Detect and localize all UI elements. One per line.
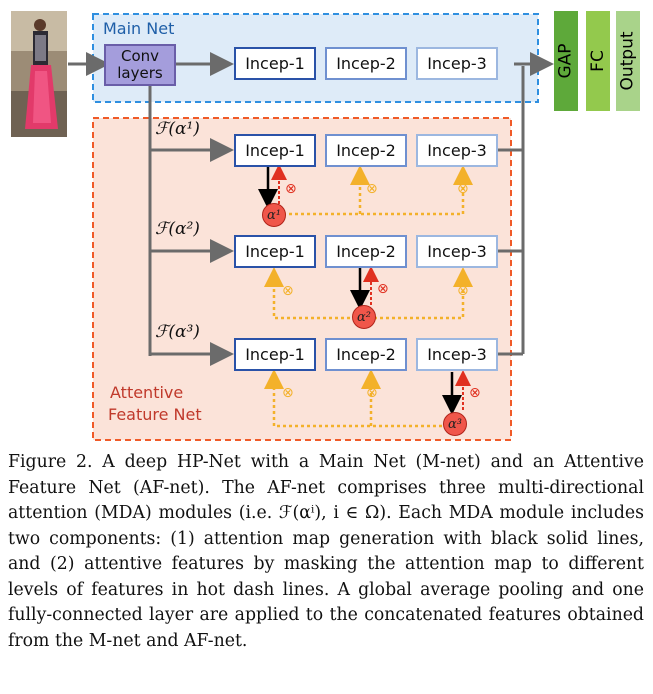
function-alpha-2: ℱ(α²) bbox=[155, 219, 200, 239]
mask-op-icon: ⊗ bbox=[366, 181, 378, 197]
figure-caption: Figure 2. A deep HP-Net with a Main Net … bbox=[8, 452, 644, 651]
af2-incep-2: Incep-2 bbox=[325, 235, 407, 268]
af-net-label-line2: Feature Net bbox=[108, 405, 202, 424]
main-incep-3: Incep-3 bbox=[416, 47, 498, 80]
function-alpha-3: ℱ(α³) bbox=[155, 322, 200, 342]
mask-op-icon: ⊗ bbox=[366, 385, 378, 401]
fc-label: FC bbox=[588, 50, 608, 72]
mask-op-icon: ⊗ bbox=[457, 283, 469, 299]
main-net-label: Main Net bbox=[103, 19, 175, 38]
af1-incep-2: Incep-2 bbox=[325, 134, 407, 167]
main-incep-1: Incep-1 bbox=[234, 47, 316, 80]
mask-op-icon: ⊗ bbox=[469, 385, 481, 401]
af3-incep-2: Incep-2 bbox=[325, 338, 407, 371]
function-alpha-1: ℱ(α¹) bbox=[155, 119, 200, 139]
mask-op-icon: ⊗ bbox=[282, 385, 294, 401]
mask-op-icon: ⊗ bbox=[282, 283, 294, 299]
af-net-frame bbox=[92, 117, 512, 441]
alpha-2-node: α² bbox=[352, 305, 376, 329]
hp-net-diagram: Main Net Conv layers Incep-1 Incep-2 Inc… bbox=[11, 11, 640, 441]
conv-layers-label: Conv layers bbox=[117, 47, 163, 82]
af3-incep-3: Incep-3 bbox=[416, 338, 498, 371]
af1-incep-1: Incep-1 bbox=[234, 134, 316, 167]
alpha-1-node: α¹ bbox=[262, 203, 286, 227]
mask-op-icon: ⊗ bbox=[377, 281, 389, 297]
conv-layers-box: Conv layers bbox=[104, 44, 176, 86]
main-incep-2: Incep-2 bbox=[325, 47, 407, 80]
diagram-lines bbox=[68, 13, 554, 441]
af2-incep-3: Incep-3 bbox=[416, 235, 498, 268]
mask-op-icon: ⊗ bbox=[457, 181, 469, 197]
af1-incep-3: Incep-3 bbox=[416, 134, 498, 167]
af-net-label-line1: Attentive bbox=[110, 383, 184, 402]
gap-label: GAP bbox=[556, 43, 576, 79]
alpha-3-node: α³ bbox=[443, 412, 467, 436]
fc-bar: FC bbox=[586, 11, 610, 111]
af2-incep-1: Incep-1 bbox=[234, 235, 316, 268]
output-label: Output bbox=[618, 31, 638, 91]
pedestrian-image bbox=[11, 11, 67, 137]
mask-op-icon: ⊗ bbox=[285, 181, 297, 197]
output-bar: Output bbox=[616, 11, 640, 111]
af3-incep-1: Incep-1 bbox=[234, 338, 316, 371]
gap-bar: GAP bbox=[554, 11, 578, 111]
